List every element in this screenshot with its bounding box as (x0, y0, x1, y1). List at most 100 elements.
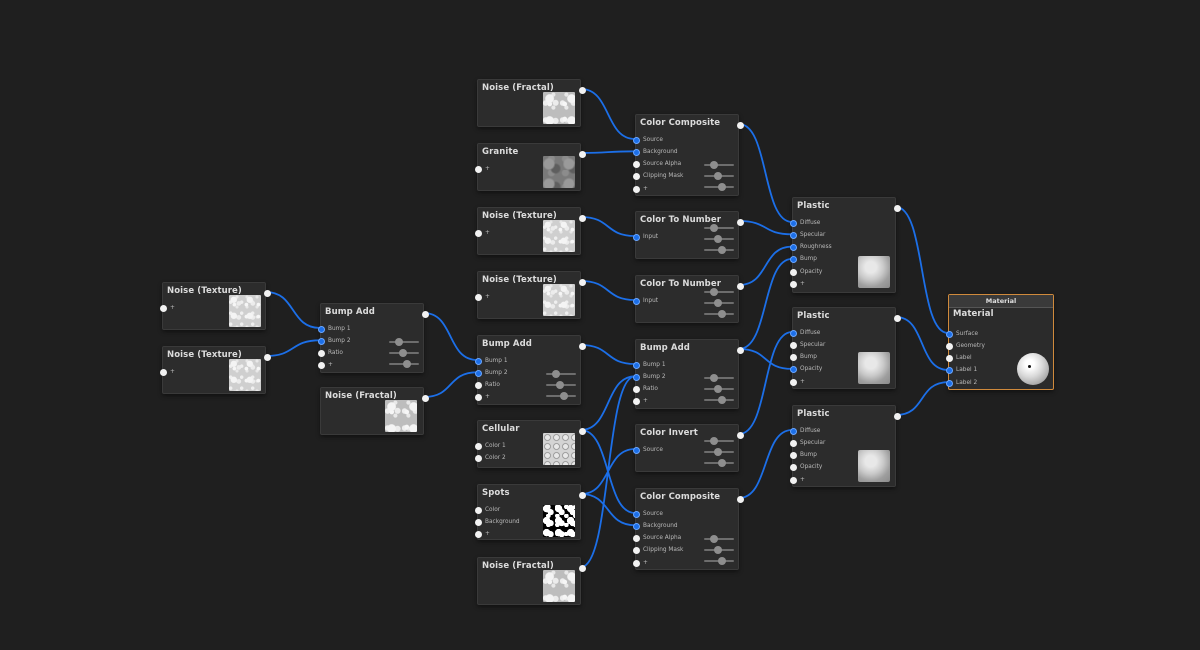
output-port[interactable] (578, 278, 586, 286)
node-noise-fractal[interactable]: Noise (Fractal) (320, 387, 429, 435)
connection-wire[interactable] (738, 348, 793, 370)
input-port[interactable] (632, 386, 640, 394)
input-port[interactable] (632, 446, 640, 454)
connection-wire[interactable] (580, 493, 636, 527)
input-port[interactable] (945, 367, 953, 375)
output-port[interactable] (263, 353, 271, 361)
input-port[interactable] (632, 173, 640, 181)
input-port[interactable] (317, 350, 325, 358)
slider-knob[interactable] (714, 448, 722, 456)
slider-knob[interactable] (403, 360, 411, 368)
output-port[interactable] (421, 310, 429, 318)
input-port[interactable] (632, 559, 640, 567)
slider-knob[interactable] (718, 396, 726, 404)
output-port[interactable] (578, 214, 586, 222)
slider-knob[interactable] (710, 224, 718, 232)
connection-wire[interactable] (580, 375, 636, 568)
input-port[interactable] (789, 476, 797, 484)
input-port[interactable] (789, 366, 797, 374)
input-port[interactable] (159, 368, 167, 376)
input-port[interactable] (945, 355, 953, 363)
input-port[interactable] (632, 136, 640, 144)
input-port[interactable] (474, 293, 482, 301)
input-port[interactable] (632, 535, 640, 543)
connection-wire[interactable] (580, 344, 636, 365)
slider-knob[interactable] (560, 392, 568, 400)
slider-knob[interactable] (714, 299, 722, 307)
input-port[interactable] (317, 325, 325, 333)
slider-knob[interactable] (714, 385, 722, 393)
output-port[interactable] (578, 150, 586, 158)
input-port[interactable] (632, 547, 640, 555)
connection-wire[interactable] (895, 381, 949, 416)
connection-wire[interactable] (423, 312, 478, 361)
slider-knob[interactable] (718, 310, 726, 318)
input-port[interactable] (789, 329, 797, 337)
connection-wire[interactable] (738, 220, 793, 236)
output-port[interactable] (736, 282, 744, 290)
slider-knob[interactable] (710, 374, 718, 382)
slider-knob[interactable] (718, 246, 726, 254)
input-port[interactable] (789, 256, 797, 264)
input-port[interactable] (789, 452, 797, 460)
slider-knob[interactable] (395, 338, 403, 346)
input-port[interactable] (789, 354, 797, 362)
input-port[interactable] (632, 148, 640, 156)
node-noise-texture[interactable]: Noise (Texture)+ (474, 271, 586, 319)
input-port[interactable] (789, 244, 797, 252)
input-port[interactable] (632, 398, 640, 406)
parameter-slider[interactable] (704, 164, 734, 166)
parameter-slider[interactable] (389, 341, 419, 343)
output-port[interactable] (578, 427, 586, 435)
input-port[interactable] (632, 185, 640, 193)
input-port[interactable] (317, 337, 325, 345)
slider-knob[interactable] (399, 349, 407, 357)
node-granite[interactable]: Granite+ (474, 143, 586, 191)
input-port[interactable] (789, 439, 797, 447)
input-port[interactable] (789, 464, 797, 472)
input-port[interactable] (632, 233, 640, 241)
parameter-slider[interactable] (704, 538, 734, 540)
connection-wire[interactable] (738, 429, 793, 499)
slider-knob[interactable] (710, 535, 718, 543)
input-port[interactable] (474, 518, 482, 526)
slider-knob[interactable] (714, 172, 722, 180)
input-port[interactable] (632, 373, 640, 381)
input-port[interactable] (945, 330, 953, 338)
output-port[interactable] (578, 342, 586, 350)
input-port[interactable] (789, 231, 797, 239)
slider-knob[interactable] (710, 161, 718, 169)
input-port[interactable] (474, 229, 482, 237)
slider-knob[interactable] (718, 459, 726, 467)
input-port[interactable] (474, 454, 482, 462)
connection-wire[interactable] (738, 245, 793, 286)
input-port[interactable] (632, 297, 640, 305)
connection-wire[interactable] (738, 123, 793, 223)
connection-wire[interactable] (265, 339, 321, 357)
input-port[interactable] (474, 506, 482, 514)
input-port[interactable] (159, 304, 167, 312)
parameter-slider[interactable] (704, 440, 734, 442)
input-port[interactable] (474, 357, 482, 365)
input-port[interactable] (474, 165, 482, 173)
input-port[interactable] (945, 379, 953, 387)
slider-knob[interactable] (552, 370, 560, 378)
connection-wire[interactable] (580, 429, 636, 514)
parameter-slider[interactable] (704, 227, 734, 229)
input-port[interactable] (945, 342, 953, 350)
input-port[interactable] (789, 281, 797, 288)
input-port[interactable] (632, 161, 640, 169)
output-port[interactable] (736, 495, 744, 503)
input-port[interactable] (632, 510, 640, 518)
slider-knob[interactable] (710, 437, 718, 445)
connection-wire[interactable] (895, 206, 949, 334)
node-noise-fractal[interactable]: Noise (Fractal) (477, 557, 586, 605)
